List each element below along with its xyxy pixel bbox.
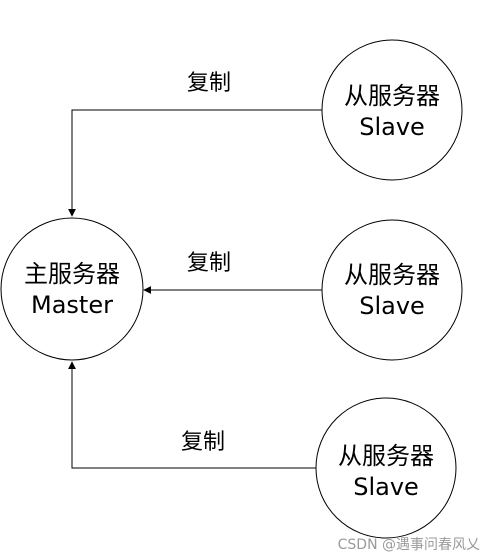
watermark: CSDN @遇事问春风乂 xyxy=(337,537,480,553)
node-slave-middle-line2: Slave xyxy=(359,292,425,320)
node-slave-top-line1: 从服务器 xyxy=(344,82,440,110)
node-slave-top: 从服务器 Slave xyxy=(321,39,463,181)
node-slave-middle-line1: 从服务器 xyxy=(344,261,440,289)
edge-label-bottom: 复制 xyxy=(181,430,225,455)
edge-label-middle: 复制 xyxy=(187,251,231,276)
node-slave-top-line2: Slave xyxy=(359,113,425,141)
node-slave-middle: 从服务器 Slave xyxy=(321,219,463,361)
node-slave-bottom-line1: 从服务器 xyxy=(338,442,434,470)
node-master-line1: 主服务器 xyxy=(24,260,120,288)
node-master-line2: Master xyxy=(31,291,113,319)
node-slave-bottom: 从服务器 Slave xyxy=(315,397,457,539)
node-master: 主服务器 Master xyxy=(0,217,144,361)
node-slave-bottom-line2: Slave xyxy=(353,473,419,501)
edge-slave-bottom-to-master xyxy=(68,361,316,469)
edge-slave-top-to-master xyxy=(68,109,322,217)
edge-label-top: 复制 xyxy=(187,71,231,96)
